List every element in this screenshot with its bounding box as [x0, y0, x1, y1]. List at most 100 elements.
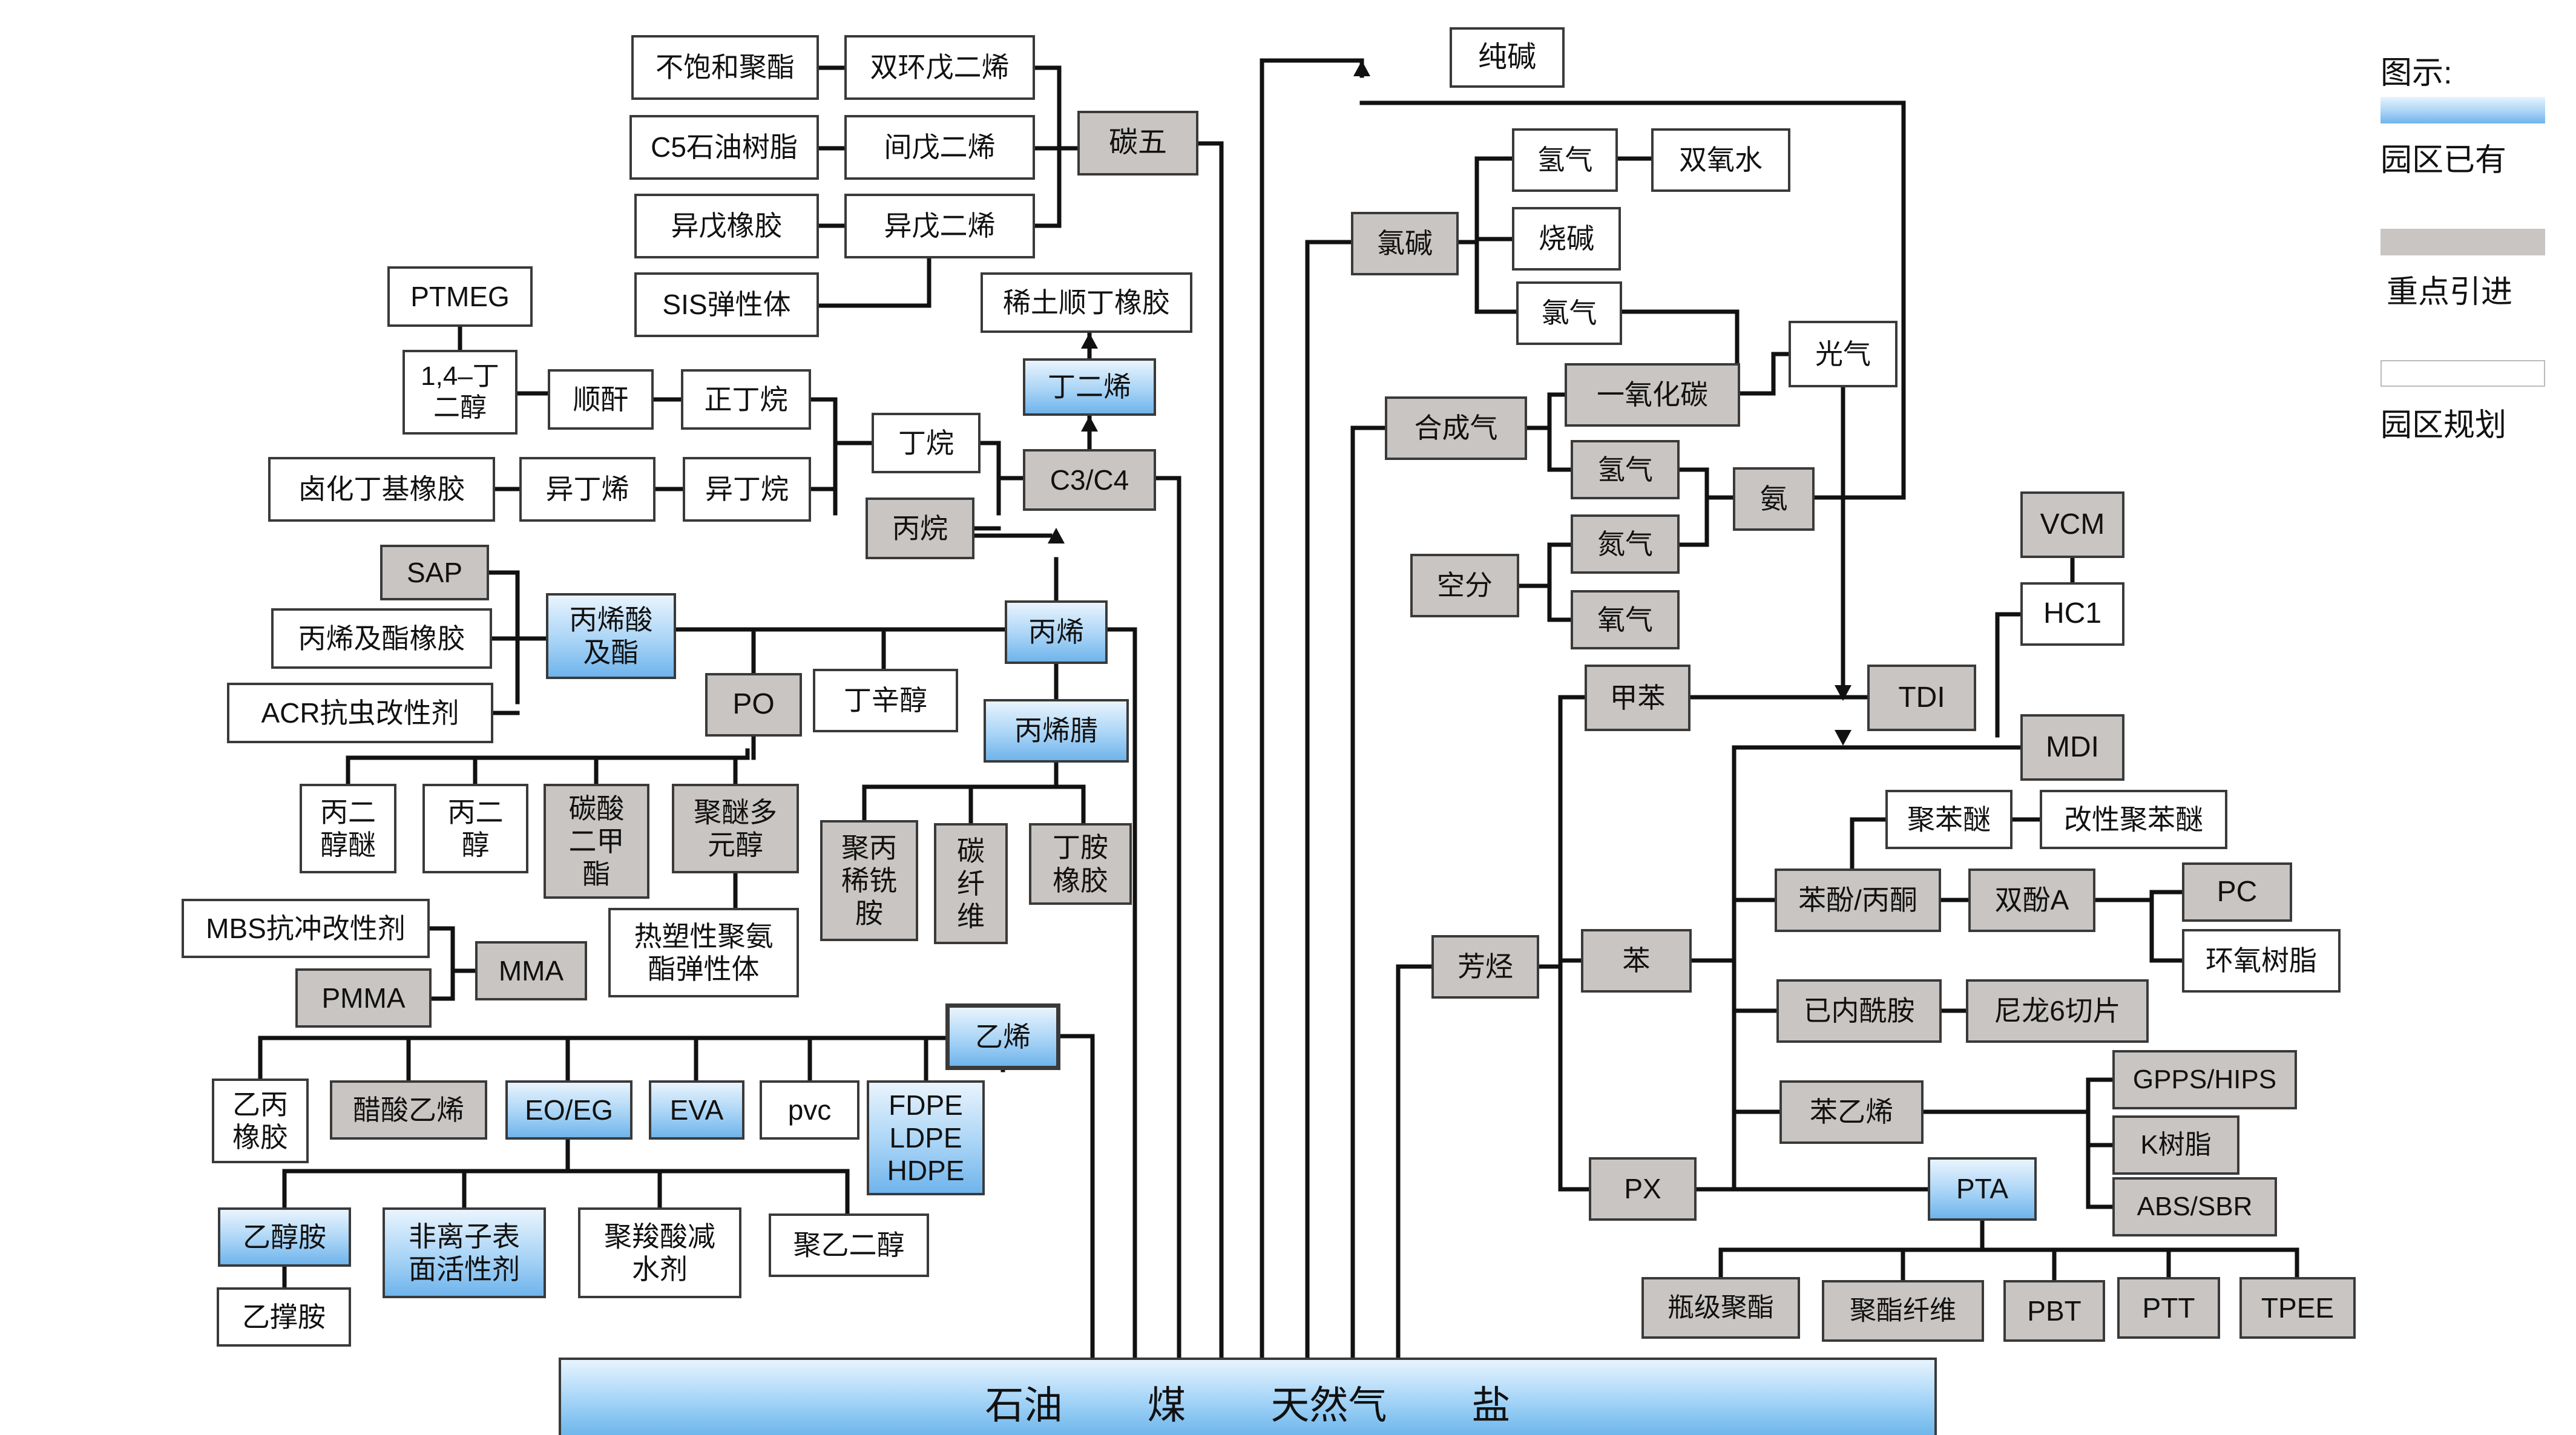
node-label: TPEE [2261, 1292, 2334, 1324]
node-yiwuerxi: 异戊二烯 [844, 194, 1035, 258]
node-luhua: 卤化丁基橡胶 [268, 457, 495, 522]
legend-title: 图示: [2380, 56, 2453, 91]
node-qingqi1: 氢气 [1512, 128, 1618, 192]
node-label: 氯气 [1541, 297, 1597, 329]
node-label: 聚酯纤维 [1850, 1296, 1956, 1326]
node-label: 碳 纤 维 [957, 835, 985, 933]
node-huanyang: 环氧树脂 [2182, 929, 2341, 993]
node-binger-mi: 丙二 醇醚 [300, 784, 396, 873]
node-label: PTT [2142, 1292, 2195, 1324]
node-an: 氨 [1733, 467, 1815, 531]
node-px: PX [1589, 1157, 1697, 1221]
node-bingxisuan: 丙烯酸 及酯 [546, 593, 676, 679]
node-jineixian: 已内酰胺 [1776, 979, 1942, 1043]
node-label: 芳烃 [1457, 951, 1513, 983]
legend-swatch-plan [2380, 360, 2545, 387]
node-label: 异戊二烯 [884, 210, 996, 242]
node-label: 丙二 醇 [447, 796, 504, 861]
node-label: ACR抗虫改性剂 [261, 697, 459, 729]
node-c3c4: C3/C4 [1023, 449, 1156, 511]
node-juzhi: 聚酯纤维 [1822, 1280, 1984, 1342]
node-label: 乙丙 橡胶 [232, 1088, 288, 1153]
node-juyier: 聚乙二醇 [769, 1213, 929, 1277]
node-label: ABS/SBR [2137, 1192, 2253, 1222]
node-label: 异丁烯 [545, 473, 629, 505]
feedstock-natural-gas: 天然气 [1270, 1384, 1387, 1427]
node-label: SAP [406, 556, 463, 588]
node-mdi: MDI [2020, 714, 2124, 781]
feedstock-petroleum: 石油 [985, 1384, 1063, 1427]
node-label: 氢气 [1597, 453, 1653, 485]
node-label: 异丁烷 [705, 473, 789, 505]
node-label: 顺酐 [573, 383, 629, 415]
node-jubenmi: 聚苯醚 [1885, 790, 2012, 849]
node-vcm: VCM [2020, 491, 2124, 558]
node-label: 丙烷 [892, 512, 948, 544]
node-yidingxi: 异丁烯 [519, 457, 656, 522]
node-shungan: 顺酐 [548, 369, 654, 430]
node-tanwu: 碳五 [1077, 111, 1198, 176]
node-tdi: TDI [1867, 665, 1976, 731]
node-jusuo: 聚羧酸减 水剂 [578, 1207, 741, 1298]
node-bingwan: 丙烷 [866, 497, 974, 559]
node-po: PO [705, 673, 802, 737]
node-yichunan: 乙醇胺 [218, 1207, 351, 1267]
node-co: 一氧化碳 [1565, 363, 1740, 427]
node-label: 卤化丁基橡胶 [298, 473, 465, 505]
node-jianwu: 间戊二烯 [844, 115, 1035, 180]
node-label: 正丁烷 [704, 383, 788, 415]
node-pvc: pvc [760, 1080, 859, 1140]
node-bingxi: 丙烯 [1005, 600, 1108, 664]
node-label: 纯碱 [1477, 41, 1536, 73]
node-yangqi: 氧气 [1571, 590, 1680, 649]
node-label: C3/C4 [1050, 464, 1129, 496]
node-lvjian: 氯碱 [1351, 212, 1459, 275]
node-label: K树脂 [2140, 1130, 2212, 1160]
node-label: 丁胺 橡胶 [1053, 832, 1108, 896]
node-label: 苯酚/丙酮 [1798, 884, 1917, 916]
node-dingxinchun: 丁辛醇 [813, 669, 958, 732]
node-label: PBT [2027, 1295, 2082, 1327]
node-label: VCM [2040, 508, 2105, 540]
node-xitu: 稀土顺丁橡胶 [981, 272, 1192, 333]
node-label: 瓶级聚酯 [1668, 1293, 1774, 1323]
node-pbt: PBT [2003, 1280, 2105, 1342]
node-jubingxi: 聚丙 稀铣 胺 [820, 820, 918, 941]
feedstock-bar: 石油 煤 天然气 盐 [559, 1358, 1937, 1435]
node-label: 1,4–丁 二醇 [421, 361, 499, 422]
node-shaojian: 烧碱 [1512, 207, 1621, 271]
node-feilizi: 非离子表 面活性剂 [383, 1207, 546, 1298]
node-dingerxi: 丁二烯 [1023, 358, 1156, 416]
node-eoeg: EO/EG [505, 1080, 632, 1140]
node-label: EVA [669, 1094, 724, 1126]
node-bubaohe: 不饱和聚酯 [631, 35, 819, 100]
node-label: 聚丙 稀铣 胺 [841, 832, 897, 930]
node-dingwan: 丁烷 [872, 413, 981, 473]
node-yiwurubber: 异戊橡胶 [634, 194, 819, 258]
arrowhead [1081, 416, 1098, 432]
node-label: TDI [1898, 681, 1945, 714]
node-benyixi: 苯乙烯 [1779, 1080, 1924, 1144]
node-pc: PC [2182, 862, 2292, 922]
node-label: PTMEG [410, 280, 510, 312]
node-label: 乙醇胺 [243, 1221, 326, 1253]
node-label: C5石油树脂 [651, 131, 798, 163]
node-label: MBS抗冲改性剂 [206, 912, 406, 944]
node-label: 氯碱 [1377, 228, 1433, 260]
node-bingxirubber: 丙烯及酯橡胶 [271, 608, 492, 669]
node-bdo: 1,4–丁 二醇 [402, 350, 518, 435]
node-label: 丙烯 [1028, 616, 1084, 648]
node-tpee: TPEE [2239, 1277, 2356, 1339]
node-label: 已内酰胺 [1803, 995, 1915, 1027]
node-label: 改性聚苯醚 [2064, 803, 2203, 835]
node-label: PTA [1956, 1173, 2009, 1205]
node-pingji: 瓶级聚酯 [1641, 1277, 1800, 1339]
node-shuangyang: 双氧水 [1651, 128, 1790, 192]
node-label: 稀土顺丁橡胶 [1003, 286, 1170, 318]
node-tpu: 热塑性聚氨 酯弹性体 [608, 908, 799, 997]
node-label: 丙二 醇醚 [320, 796, 376, 861]
node-label: 非离子表 面活性剂 [409, 1220, 520, 1285]
node-danqi: 氮气 [1571, 514, 1680, 574]
